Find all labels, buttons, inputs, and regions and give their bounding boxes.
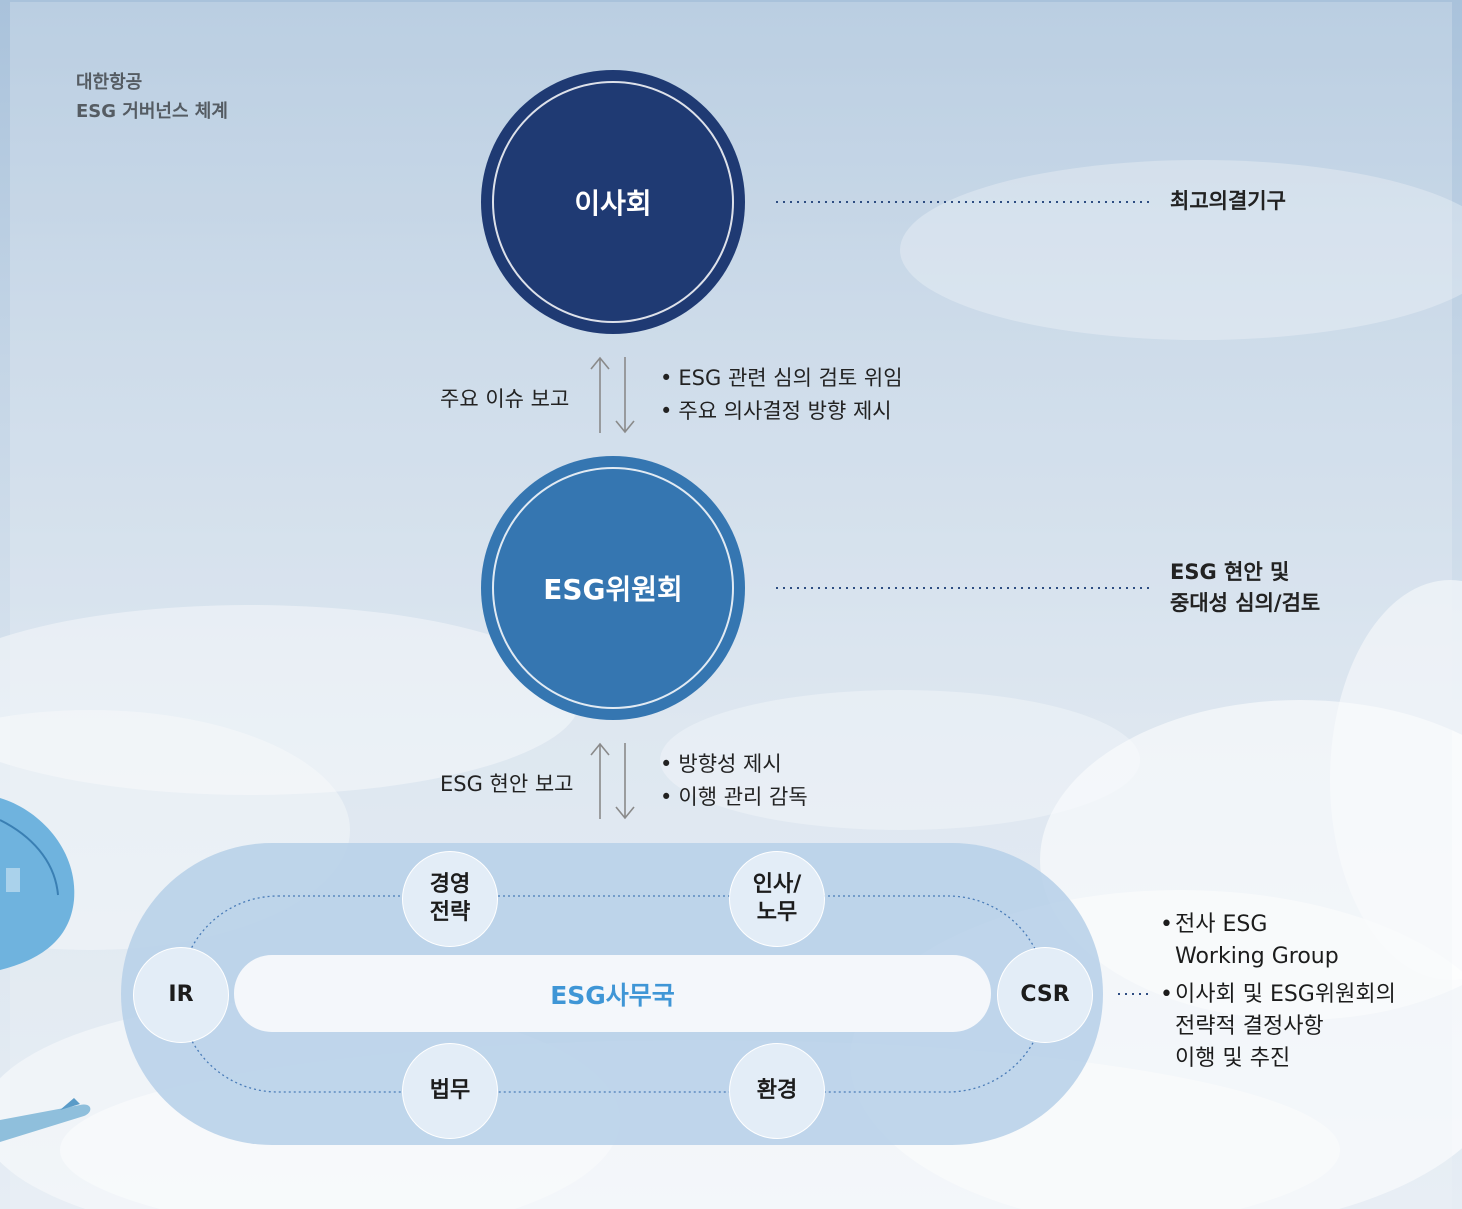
node-legal: 법무	[402, 1043, 498, 1139]
board-label: 이사회	[574, 187, 652, 220]
node-legal-label: 법무	[429, 1078, 471, 1103]
node-environment: 환경	[729, 1043, 825, 1139]
working-group-line: 전략적 결정사항	[1175, 1014, 1324, 1039]
board-description: 최고의결기구	[1170, 189, 1286, 213]
committee-note-item: 방향성 제시	[660, 748, 808, 781]
committee-report-label: ESG 현안 보고	[440, 772, 574, 796]
node-csr-label: CSR	[1020, 982, 1070, 1007]
working-group-line: Working Group	[1175, 944, 1339, 969]
report-up-arrow-2	[590, 742, 610, 819]
working-group-description: • 전사 ESG Working Group • 이사회 및 ESG위원회의 전…	[1160, 909, 1396, 1075]
esg-committee-circle: ESG위원회	[481, 456, 745, 720]
esg-office-bar: ESG사무국	[234, 955, 991, 1032]
board-ring	[492, 81, 734, 323]
esg-committee-label: ESG위원회	[543, 573, 683, 606]
committee-note-item: 이행 관리 감독	[660, 781, 807, 814]
esg-committee-description-line: ESG 현안 및	[1170, 560, 1290, 584]
node-hr: 인사/ 노무	[729, 851, 825, 947]
node-ir: IR	[133, 947, 229, 1043]
board-note-item: ESG 관련 심의 검토 위임	[660, 362, 902, 395]
diagram-title: 대한항공 ESG 거버넌스 체계	[76, 68, 228, 126]
delegate-down-arrow-2	[615, 743, 635, 820]
node-strategy-label: 경영 전략	[429, 872, 471, 925]
working-group-item: • 전사 ESG Working Group	[1160, 909, 1396, 973]
esg-committee-ring	[492, 467, 734, 709]
report-up-arrow-1	[590, 356, 610, 433]
node-hr-label: 인사/ 노무	[752, 872, 802, 925]
board-note-item: 주요 의사결정 방향 제시	[660, 395, 903, 428]
esg-committee-description: ESG 현안 및 중대성 심의/검토	[1170, 557, 1320, 619]
title-line-company: 대한항공	[76, 72, 143, 93]
esg-committee-description-line: 중대성 심의/검토	[1170, 591, 1321, 615]
bullet: •	[1160, 982, 1173, 1007]
working-group-item: • 이사회 및 ESG위원회의 전략적 결정사항 이행 및 추진	[1160, 979, 1396, 1075]
airplane-illustration	[0, 798, 91, 1142]
board-notes: ESG 관련 심의 검토 위임 주요 의사결정 방향 제시	[660, 362, 903, 428]
working-group-line: 전사 ESG	[1175, 912, 1268, 937]
working-group-line: 이행 및 추진	[1175, 1046, 1291, 1071]
board-report-label: 주요 이슈 보고	[440, 387, 570, 411]
esg-office-label: ESG사무국	[550, 980, 675, 1010]
delegate-down-arrow-1	[615, 357, 635, 434]
committee-notes: 방향성 제시 이행 관리 감독	[660, 748, 808, 814]
bullet: •	[1160, 912, 1173, 937]
node-environment-label: 환경	[756, 1078, 798, 1103]
node-ir-label: IR	[168, 982, 194, 1007]
board-circle: 이사회	[481, 70, 745, 334]
node-csr: CSR	[997, 947, 1093, 1043]
title-line-subject: ESG 거버넌스 체계	[76, 101, 228, 122]
working-group-line: 이사회 및 ESG위원회의	[1175, 982, 1396, 1007]
node-strategy: 경영 전략	[402, 851, 498, 947]
